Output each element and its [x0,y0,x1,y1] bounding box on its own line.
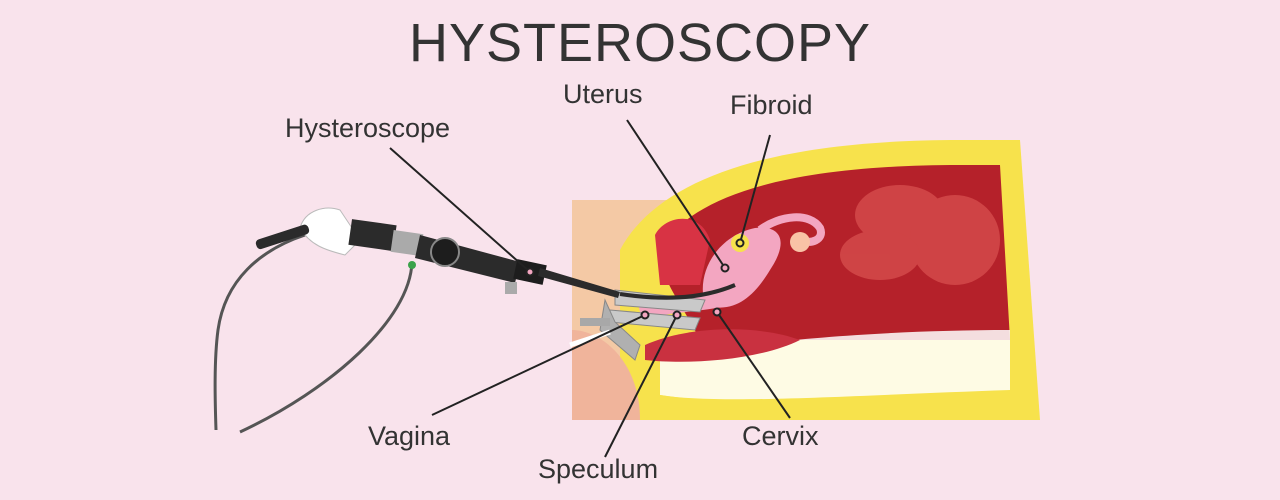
label-cervix: Cervix [742,421,819,452]
body-cross-section [572,140,1040,420]
label-uterus: Uterus [563,79,643,110]
label-speculum: Speculum [538,454,658,485]
label-fibroid: Fibroid [730,90,813,121]
label-vagina: Vagina [368,421,450,452]
diagram-title: HYSTEROSCOPY [0,12,1280,74]
bladder [655,219,710,285]
label-hysteroscope: Hysteroscope [285,113,450,144]
